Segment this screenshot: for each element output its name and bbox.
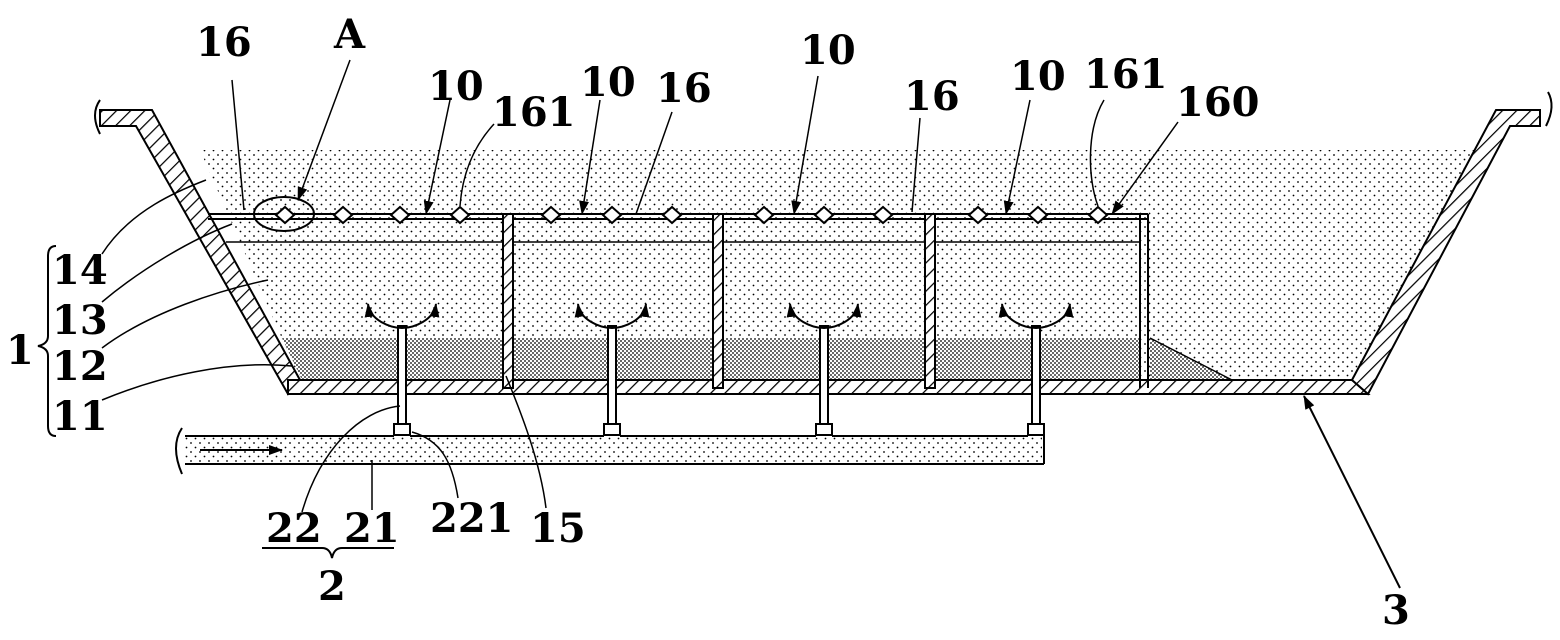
label-10b: 10 <box>580 59 636 106</box>
diamond-floats <box>253 196 1109 232</box>
label-2: 2 <box>318 563 346 610</box>
label-14: 14 <box>52 247 108 294</box>
label-15: 15 <box>530 505 586 552</box>
label-3: 3 <box>1382 587 1410 634</box>
brackets <box>37 245 394 559</box>
label-10d: 10 <box>1010 53 1066 100</box>
label-11: 11 <box>52 393 108 440</box>
label-1: 1 <box>6 327 34 374</box>
label-13: 13 <box>52 297 108 344</box>
label-12: 12 <box>52 343 108 390</box>
label-10c: 10 <box>800 27 856 74</box>
label-21: 21 <box>344 505 400 552</box>
sediment-layer <box>282 337 1233 381</box>
label-161b: 161 <box>1084 51 1168 98</box>
label-16c: 16 <box>904 73 960 120</box>
label-22: 22 <box>266 505 322 552</box>
label-A: A <box>333 11 366 58</box>
label-160: 160 <box>1176 79 1260 126</box>
reference-labels: 16 A 10 161 10 16 10 16 10 161 160 14 13… <box>6 11 1410 634</box>
aeration-risers <box>364 303 1074 436</box>
partitions <box>502 213 936 389</box>
label-16b: 16 <box>656 65 712 112</box>
label-161a: 161 <box>492 89 576 136</box>
label-10a: 10 <box>428 63 484 110</box>
label-16a: 16 <box>196 19 252 66</box>
leader-lines <box>101 59 1401 589</box>
main-pipe <box>175 427 1045 475</box>
water-body <box>200 150 1478 380</box>
label-221: 221 <box>430 495 514 542</box>
